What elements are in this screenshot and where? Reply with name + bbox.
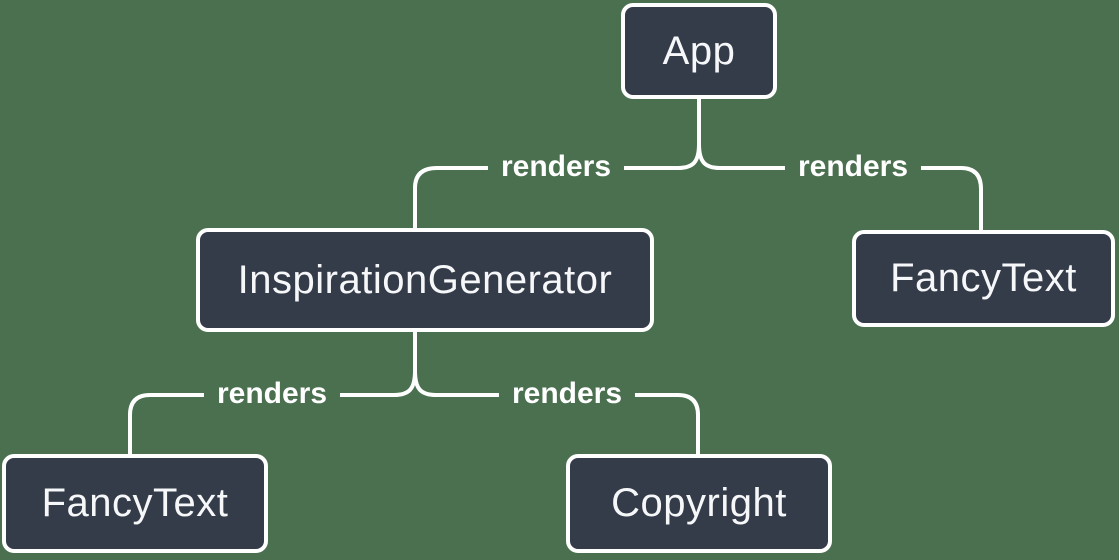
node-fancy-text-bottom-label: FancyText <box>41 481 229 525</box>
node-inspiration-generator-label: InspirationGenerator <box>237 257 613 302</box>
node-copyright-label: Copyright <box>611 481 787 525</box>
node-fancy-text-top: FancyText <box>852 230 1115 327</box>
node-fancy-text-bottom: FancyText <box>2 454 268 553</box>
node-inspiration-generator: InspirationGenerator <box>196 228 654 332</box>
node-app: App <box>621 3 777 99</box>
edge-label-app-fancy-text-top: renders <box>784 149 922 185</box>
node-app-label: App <box>662 28 736 73</box>
edge-app-to-fancy-text-top <box>697 143 983 230</box>
edge-inspiration-generator-to-copyright <box>413 370 700 454</box>
edge-app-to-inspiration-generator <box>413 143 701 228</box>
edge-label-app-inspiration-generator: renders <box>487 149 625 185</box>
edge-label-inspiration-generator-copyright: renders <box>498 376 636 412</box>
edge-inspiration-generator-to-fancy-text-bottom <box>128 370 417 454</box>
node-copyright: Copyright <box>566 454 832 553</box>
node-fancy-text-top-label: FancyText <box>890 256 1077 300</box>
edge-label-inspiration-generator-fancy-text-bottom: renders <box>203 376 341 412</box>
